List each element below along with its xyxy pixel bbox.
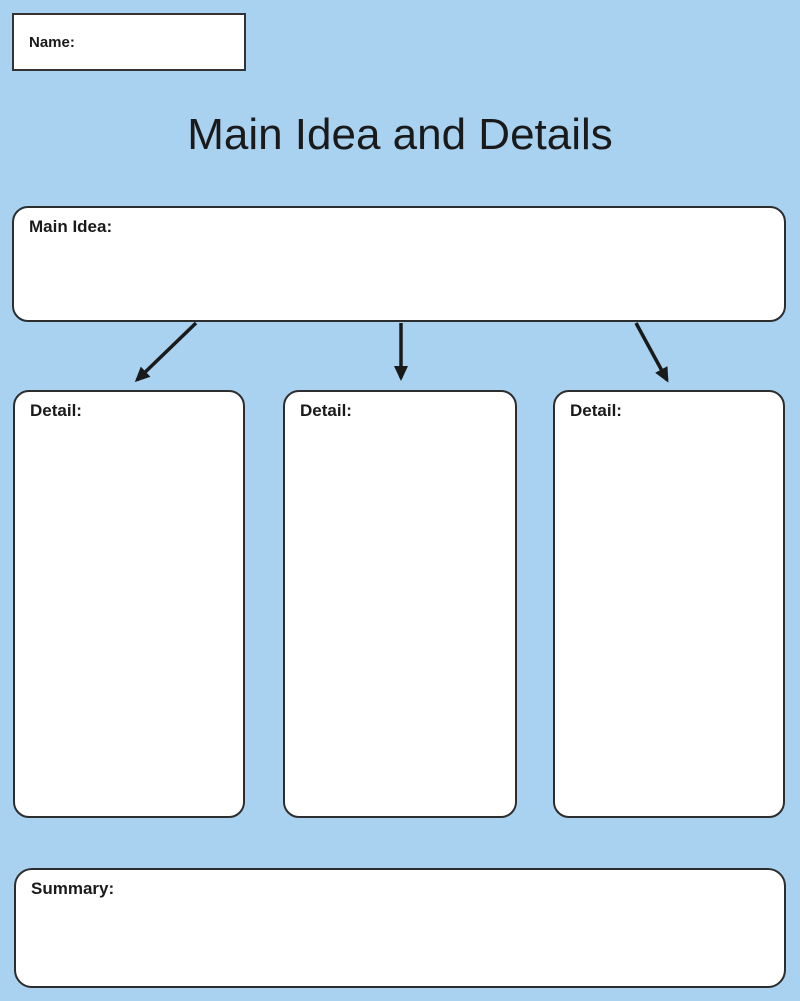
name-label: Name: bbox=[29, 34, 75, 51]
detail-1-input[interactable] bbox=[21, 426, 237, 810]
summary-input[interactable] bbox=[22, 904, 778, 980]
main-idea-box: Main Idea: bbox=[12, 206, 786, 322]
main-idea-input[interactable] bbox=[20, 242, 778, 314]
detail-2-input[interactable] bbox=[291, 426, 509, 810]
detail-2-label: Detail: bbox=[300, 401, 352, 420]
arrow-down-left-icon bbox=[134, 322, 198, 383]
detail-box-3: Detail: bbox=[553, 390, 785, 818]
name-box: Name: bbox=[12, 13, 246, 71]
detail-box-2: Detail: bbox=[283, 390, 517, 818]
summary-box: Summary: bbox=[14, 868, 786, 988]
detail-3-label: Detail: bbox=[570, 401, 622, 420]
name-input[interactable] bbox=[20, 49, 238, 63]
arrow-down-right-icon bbox=[634, 322, 669, 383]
connector-arrows bbox=[134, 322, 669, 383]
summary-label: Summary: bbox=[31, 879, 115, 898]
detail-3-input[interactable] bbox=[561, 426, 777, 810]
detail-box-1: Detail: bbox=[13, 390, 245, 818]
main-idea-label: Main Idea: bbox=[29, 217, 113, 236]
detail-1-label: Detail: bbox=[30, 401, 82, 420]
page-title: Main Idea and Details bbox=[187, 110, 613, 159]
